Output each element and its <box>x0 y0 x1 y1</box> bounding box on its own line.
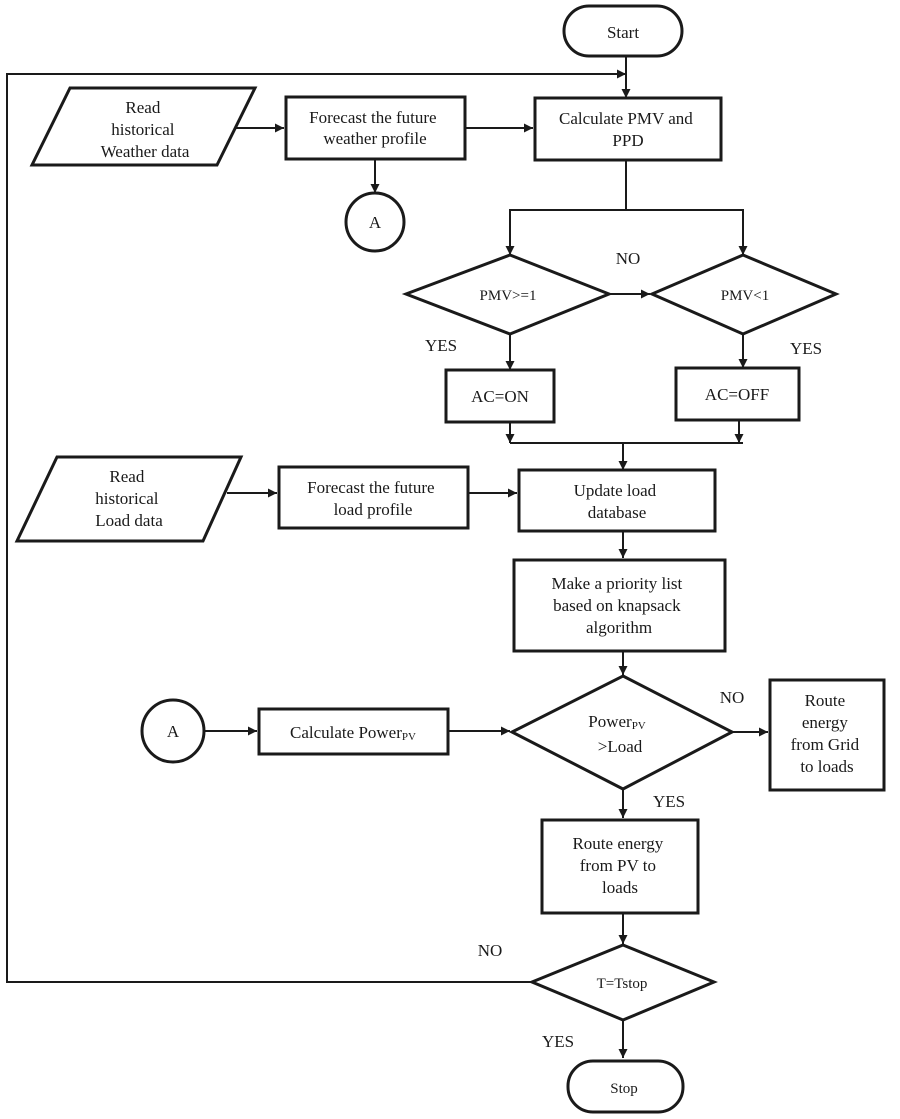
route-grid-process: Route energy from Grid to loads <box>768 678 886 792</box>
route-grid-line-2: energy <box>802 713 848 732</box>
calc-power-pv-sub: PV <box>402 731 416 743</box>
calc-power-pv-label: Calculate PowerPV <box>290 723 416 743</box>
forecast-weather-line-2: weather profile <box>323 129 426 148</box>
svg-text:Read historical We: Read historical Weather data <box>101 98 190 161</box>
connector-a-top-label: A <box>369 213 382 232</box>
route-grid-line-3: from Grid <box>791 735 860 754</box>
route-grid-line-4: to loads <box>800 757 853 776</box>
forecast-load-process: Forecast the future load profile <box>277 465 470 530</box>
read-weather-line-3: Weather data <box>101 142 190 161</box>
calc-pmv-line-1: Calculate PMV and <box>559 109 693 128</box>
edge-split-to-pmv-ge <box>505 209 626 255</box>
t-stop-label: T=Tstop <box>597 976 648 992</box>
stop-label: Stop <box>610 1081 638 1097</box>
label-yes-pmv-lt: YES <box>790 339 822 358</box>
route-pv-line-2: from PV to <box>580 856 656 875</box>
read-weather-line-2: historical <box>111 120 175 139</box>
svg-text:Route energy from PV to: Route energy from PV to loads <box>572 834 667 897</box>
read-load-line-3: Load data <box>95 511 163 530</box>
decision-pmv-lt-1: PMV<1 <box>648 253 840 336</box>
svg-text:Make a priority list bas: Make a priority list based on knapsack a… <box>551 574 686 637</box>
pmv-lt-1-label: PMV<1 <box>721 288 769 304</box>
forecast-load-line-2: load profile <box>334 500 413 519</box>
svg-text:Calculate PMV and PPD: Calculate PMV and PPD <box>559 109 697 150</box>
svg-text:Route energy from: Route energy from Grid to loads <box>791 691 864 776</box>
ac-on-label: AC=ON <box>471 387 529 406</box>
svg-text:Read historical Lo: Read historical Load data <box>95 467 163 530</box>
ac-off-label: AC=OFF <box>705 385 769 404</box>
read-load-line-1: Read <box>109 467 144 486</box>
route-pv-line-3: loads <box>602 878 638 897</box>
forecast-weather-line-1: Forecast the future <box>309 108 436 127</box>
read-weather-input: Read historical Weather data <box>29 86 258 167</box>
calc-pmv-process: Calculate PMV and PPD <box>533 96 723 162</box>
forecast-weather-process: Forecast the future weather profile <box>284 95 467 161</box>
decision-t-stop: T=Tstop <box>528 943 718 1022</box>
route-grid-line-1: Route <box>805 691 846 710</box>
priority-list-line-2: based on knapsack <box>553 596 681 615</box>
power-gt-load-line-2: >Load <box>598 737 643 756</box>
ac-on-process: AC=ON <box>444 368 556 424</box>
pmv-ge-1-label: PMV>=1 <box>480 288 537 304</box>
start-label: Start <box>607 23 639 42</box>
power-gt-load-main: Power <box>588 712 632 731</box>
calc-power-pv-main: Calculate Power <box>290 723 402 742</box>
edge-tstop-no-loop <box>6 69 626 983</box>
label-yes-power: YES <box>653 792 685 811</box>
svg-text:Forecast the future load: Forecast the future load profile <box>307 478 439 519</box>
svg-text:Update load database: Update load database <box>574 481 661 522</box>
label-yes-pmv-ge: YES <box>425 336 457 355</box>
read-load-line-2: historical <box>95 489 159 508</box>
edge-labels: NO YES YES NO YES NO YES <box>425 249 822 1051</box>
priority-list-line-3: algorithm <box>586 618 652 637</box>
priority-list-line-1: Make a priority list <box>551 574 682 593</box>
update-load-process: Update load database <box>517 468 717 533</box>
connector-a-bottom: A <box>140 698 206 764</box>
calc-power-pv-process: Calculate PowerPV <box>257 707 450 756</box>
calc-pmv-line-2: PPD <box>612 131 643 150</box>
update-load-line-2: database <box>588 503 647 522</box>
label-yes-tstop: YES <box>542 1032 574 1051</box>
svg-text:Forecast the future weat: Forecast the future weather profile <box>309 108 441 148</box>
edge-split-to-pmv-lt <box>626 209 748 255</box>
power-gt-load-sub: PV <box>632 720 646 732</box>
label-no-power: NO <box>720 688 745 707</box>
decision-pmv-ge-1: PMV>=1 <box>401 253 614 336</box>
label-no-pmv: NO <box>616 249 641 268</box>
read-weather-line-1: Read <box>125 98 160 117</box>
update-load-line-1: Update load <box>574 481 657 500</box>
ac-off-process: AC=OFF <box>674 366 801 422</box>
route-pv-line-1: Route energy <box>572 834 663 853</box>
decision-power-gt-load: PowerPV >Load <box>508 674 736 791</box>
power-gt-load-line-1: PowerPV <box>588 712 646 732</box>
connector-a-top: A <box>344 191 406 253</box>
priority-list-process: Make a priority list based on knapsack a… <box>512 558 727 653</box>
read-load-input: Read historical Load data <box>14 455 244 543</box>
connector-a-bottom-label: A <box>167 722 180 741</box>
forecast-load-line-1: Forecast the future <box>307 478 434 497</box>
connectors <box>6 56 768 1058</box>
label-no-tstop: NO <box>478 941 503 960</box>
start-terminal: Start <box>562 4 684 58</box>
stop-terminal: Stop <box>566 1059 685 1114</box>
route-pv-process: Route energy from PV to loads <box>540 818 700 915</box>
